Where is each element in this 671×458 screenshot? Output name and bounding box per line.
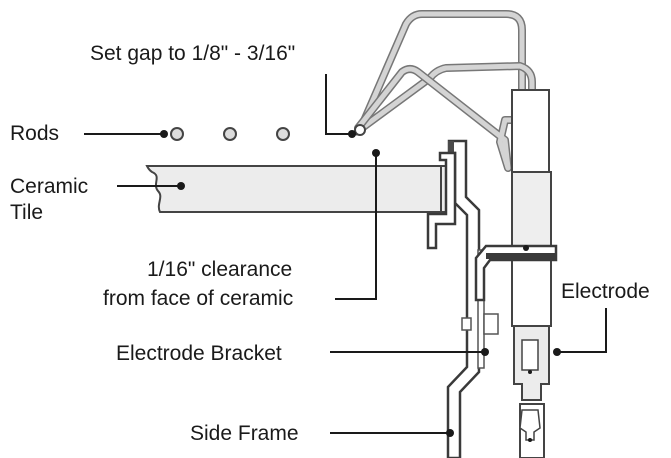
electrode-label: Electrode: [561, 280, 650, 303]
rod-2: [223, 127, 237, 141]
ceramic-tile-label-line1: Ceramic: [10, 175, 88, 198]
clearance-label-line2: from face of ceramic: [103, 287, 293, 310]
clearance-leader: [335, 153, 377, 300]
electrode-bracket-leader-dot: [481, 348, 489, 356]
electrode-body: [511, 89, 552, 458]
electrode-leader-dot: [553, 348, 561, 356]
ceramic-tile: [145, 165, 453, 213]
electrode-leader: [558, 308, 607, 353]
electrode-bracket: [461, 249, 499, 369]
side-frame-label: Side Frame: [190, 422, 299, 445]
rod-1: [170, 127, 184, 141]
ceramic-tile-label-line2: Tile: [10, 201, 43, 224]
side-frame-leader-dot: [446, 429, 454, 437]
rods-leader-dot: [160, 130, 168, 138]
clearance-label-line1: 1/16" clearance: [147, 258, 292, 281]
rods: [170, 127, 290, 141]
clearance-leader-dot: [372, 149, 380, 157]
rods-label: Rods: [10, 122, 59, 145]
ceramic-tile-leader-dot: [177, 182, 185, 190]
gap-label: Set gap to 1/8" - 3/16": [90, 42, 295, 65]
tile-clip: [426, 151, 457, 250]
gap-leader: [325, 74, 352, 135]
electrode-wires: [354, 10, 536, 174]
rod-3: [276, 127, 290, 141]
gap-leader-dot: [348, 130, 356, 138]
electrode-bracket-label: Electrode Bracket: [116, 342, 282, 365]
electrode-clamp: [474, 244, 558, 302]
